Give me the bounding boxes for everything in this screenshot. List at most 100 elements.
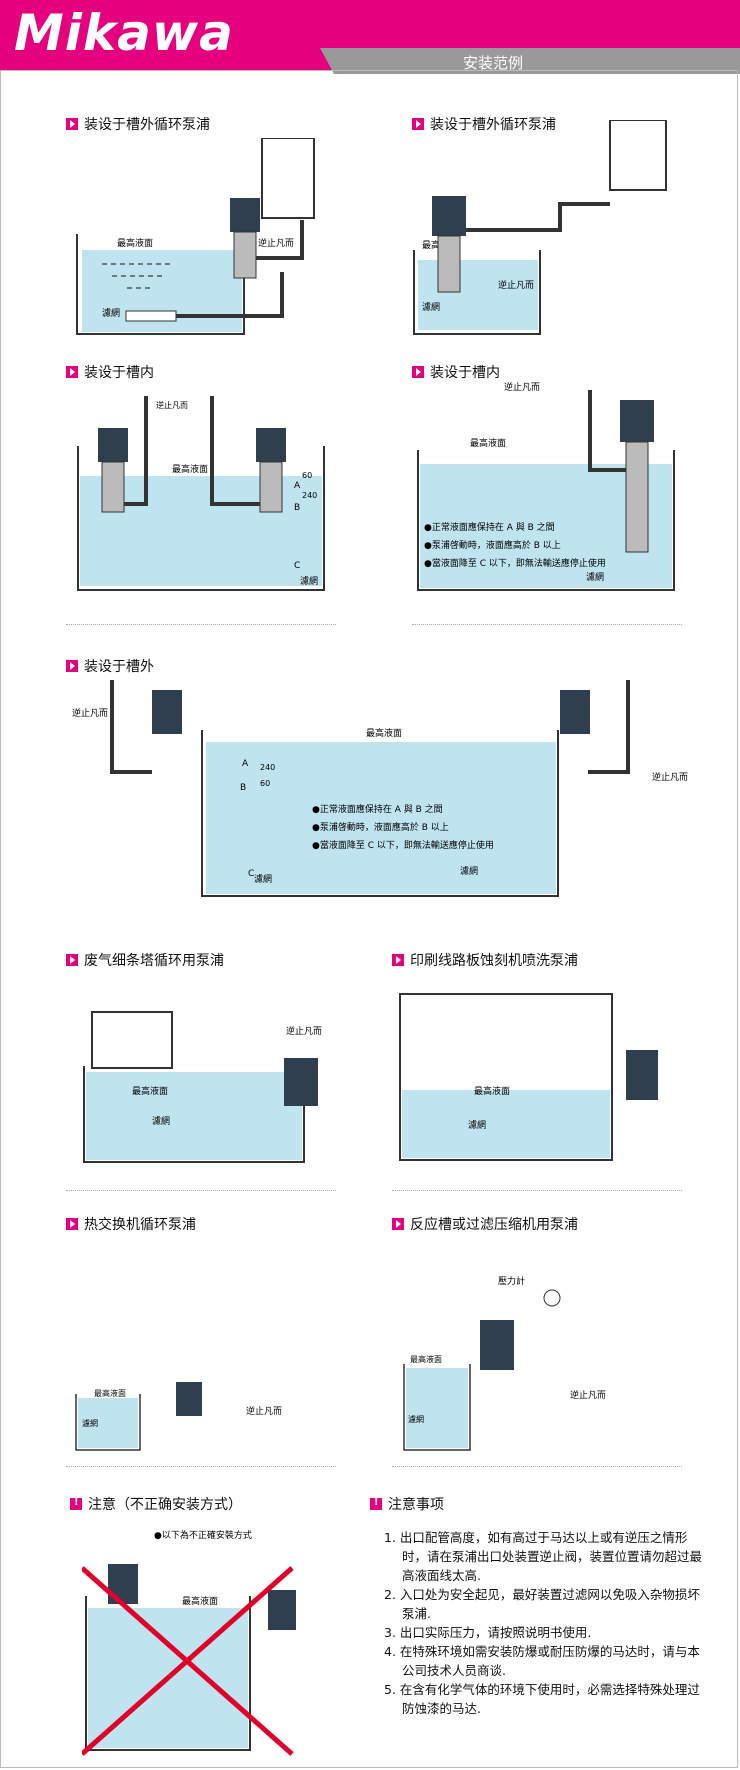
section-title-external-circulation-1: 装设于槽外循环泵浦 [66, 114, 210, 134]
svg-text:濾網: 濾網 [300, 575, 318, 587]
svg-text:A: A [294, 481, 301, 491]
svg-text:濾網: 濾網 [152, 1115, 170, 1127]
header-tab: 安装范例 [462, 54, 523, 72]
play-icon [412, 366, 424, 378]
diagram-in-tank-2: 最高液面 逆止凡而 ●正常液面應保持在 A 與 B 之間 ●泵浦啓動時，液面應高… [417, 381, 675, 591]
pump-motor-icon [480, 1320, 514, 1370]
svg-text:C: C [248, 869, 254, 879]
svg-text:●當液面降至 C 以下，即無法輸送應停止使用: ●當液面降至 C 以下，即無法輸送應停止使用 [424, 557, 606, 569]
section-divider [412, 624, 682, 625]
section-title-pcb-etching: 印刷线路板蚀刻机喷洗泵浦 [392, 950, 578, 970]
diagram-in-tank-1: 最高液面 逆止凡而 A B C 240 60 濾網 [77, 396, 325, 591]
notes-list: 1. 出口配管高度，如有高过于马达以上或有逆压之情形时，请在泵浦出口处装置逆止阀… [384, 1528, 704, 1718]
svg-text:最高液面: 最高液面 [366, 727, 402, 739]
strainer-icon [125, 310, 177, 322]
check-valve-label: 逆止凡而 [498, 279, 534, 291]
svg-text:濾網: 濾網 [408, 1414, 424, 1424]
svg-text:逆止凡而: 逆止凡而 [72, 707, 108, 719]
svg-text:●當液面降至 C 以下，即無法輸送應停止使用: ●當液面降至 C 以下，即無法輸送應停止使用 [312, 839, 494, 851]
svg-text:逆止凡而: 逆止凡而 [286, 1025, 322, 1037]
svg-text:濾網: 濾網 [82, 1418, 98, 1428]
play-icon [66, 118, 78, 130]
diagram-wrong-install: ●以下為不正確安裝方式 最高液面 [82, 1529, 296, 1756]
play-icon [392, 954, 404, 966]
section-title-external-circulation-2: 装设于槽外循环泵浦 [412, 114, 556, 134]
diagram-external-circulation-1: 最高液面 濾網 逆止凡而 [76, 138, 315, 335]
max-level-label: 最高液面 [117, 237, 153, 249]
section-title-wrong-install: 注意（不正确安装方式） [70, 1494, 242, 1514]
section-divider [66, 624, 336, 625]
section-title-heat-exchanger: 热交换机循环泵浦 [66, 1214, 196, 1234]
svg-text:濾網: 濾網 [468, 1119, 486, 1131]
section-title-reactor-filter-press: 反应槽或过滤压缩机用泵浦 [392, 1214, 578, 1234]
play-icon [66, 366, 78, 378]
pump-motor-icon [256, 428, 286, 462]
svg-text:B: B [294, 503, 300, 513]
svg-text:A: A [242, 759, 249, 769]
section-divider [392, 1190, 682, 1191]
section-title-in-tank-1: 装设于槽内 [66, 362, 154, 382]
max-level-label: 最高液面 [172, 463, 208, 475]
svg-text:逆止凡而: 逆止凡而 [156, 400, 188, 410]
pump-motor-icon [560, 690, 590, 734]
diagram-scrubber: 最高液面 濾網 逆止凡而 [83, 1011, 322, 1163]
header-bar [320, 48, 740, 74]
svg-text:●泵浦啓動時，液面應高於 B 以上: ●泵浦啓動時，液面應高於 B 以上 [424, 539, 561, 551]
note-item: 3. 出口实际压力，请按照说明书使用. [384, 1625, 592, 1640]
play-icon [66, 1218, 78, 1230]
strainer-label: 濾網 [102, 307, 120, 319]
svg-text:濾網: 濾網 [460, 865, 478, 877]
svg-text:●正常液面應保持在 A 與 B 之間: ●正常液面應保持在 A 與 B 之間 [424, 521, 555, 533]
svg-text:240: 240 [260, 763, 275, 772]
svg-text:B: B [240, 783, 246, 793]
warning-icon [70, 1497, 82, 1510]
svg-text:最高液面: 最高液面 [470, 437, 506, 449]
note-item: 2. 入口处为安全起见，最好装置过滤网以免吸入杂物损坏泵浦. [384, 1587, 700, 1621]
svg-text:濾網: 濾網 [586, 571, 604, 583]
warning-icon [370, 1497, 382, 1510]
pump-motor-icon [626, 1050, 658, 1100]
svg-text:●以下為不正確安裝方式: ●以下為不正確安裝方式 [154, 1529, 252, 1541]
svg-text:逆止凡而: 逆止凡而 [246, 1405, 282, 1417]
content-frame [0, 70, 738, 1768]
note-item: 5. 在含有化学气体的环境下使用时，必需选择特殊处理过防蚀漆的马达. [384, 1682, 700, 1716]
diagram-pcb-etching: 最高液面 濾網 [399, 993, 658, 1161]
pump-motor-icon [284, 1058, 318, 1106]
play-icon [66, 954, 78, 966]
note-item: 1. 出口配管高度，如有高过于马达以上或有逆压之情形时，请在泵浦出口处装置逆止阀… [384, 1530, 703, 1583]
pump-motor-icon [432, 196, 466, 236]
svg-text:C: C [294, 561, 300, 571]
pump-motor-icon [268, 1590, 296, 1630]
svg-text:逆止凡而: 逆止凡而 [504, 381, 540, 393]
pump-motor-icon [152, 690, 182, 734]
svg-text:60: 60 [260, 779, 270, 788]
section-title-in-tank-2: 装设于槽内 [412, 362, 500, 382]
section-divider [392, 1466, 682, 1467]
svg-text:最高液面: 最高液面 [182, 1595, 218, 1607]
svg-text:逆止凡而: 逆止凡而 [570, 1389, 606, 1401]
section-divider [66, 1466, 336, 1467]
section-title-outside-tank: 装设于槽外 [66, 656, 154, 676]
svg-text:●正常液面應保持在 A 與 B 之間: ●正常液面應保持在 A 與 B 之間 [312, 803, 443, 815]
diagram-external-circulation-2: 最高液面 逆止凡而 濾網 [413, 120, 667, 335]
svg-text:濾網: 濾網 [254, 873, 272, 885]
svg-text:壓力計: 壓力計 [498, 1275, 525, 1287]
pump-motor-icon [230, 198, 260, 232]
svg-text:60: 60 [302, 471, 312, 480]
check-valve-label: 逆止凡而 [258, 237, 294, 249]
section-divider [66, 1190, 336, 1191]
play-icon [66, 660, 78, 672]
svg-text:240: 240 [302, 491, 317, 500]
svg-text:最高液面: 最高液面 [132, 1085, 168, 1097]
pump-motor-icon [176, 1382, 202, 1416]
diagram-reactor-filter-press: 最高液面 濾網 壓力計 逆止凡而 [403, 1275, 606, 1451]
svg-text:●泵浦啓動時，液面應高於 B 以上: ●泵浦啓動時，液面應高於 B 以上 [312, 821, 449, 833]
brand-logo: Mikawa [14, 4, 234, 62]
svg-text:最高液面: 最高液面 [410, 1354, 442, 1364]
note-item: 4. 在特殊环境如需安装防爆或耐压防爆的马达时，请与本公司技术人员商谈. [384, 1644, 700, 1678]
diagram-outside-tank: 最高液面 逆止凡而 逆止凡而 A B C 240 60 ●正常液面應保持在 A … [72, 680, 688, 897]
svg-text:最高液面: 最高液面 [474, 1085, 510, 1097]
section-title-scrubber: 废气细条塔循环用泵浦 [66, 950, 224, 970]
section-title-notes: 注意事项 [370, 1494, 444, 1514]
play-icon [392, 1218, 404, 1230]
